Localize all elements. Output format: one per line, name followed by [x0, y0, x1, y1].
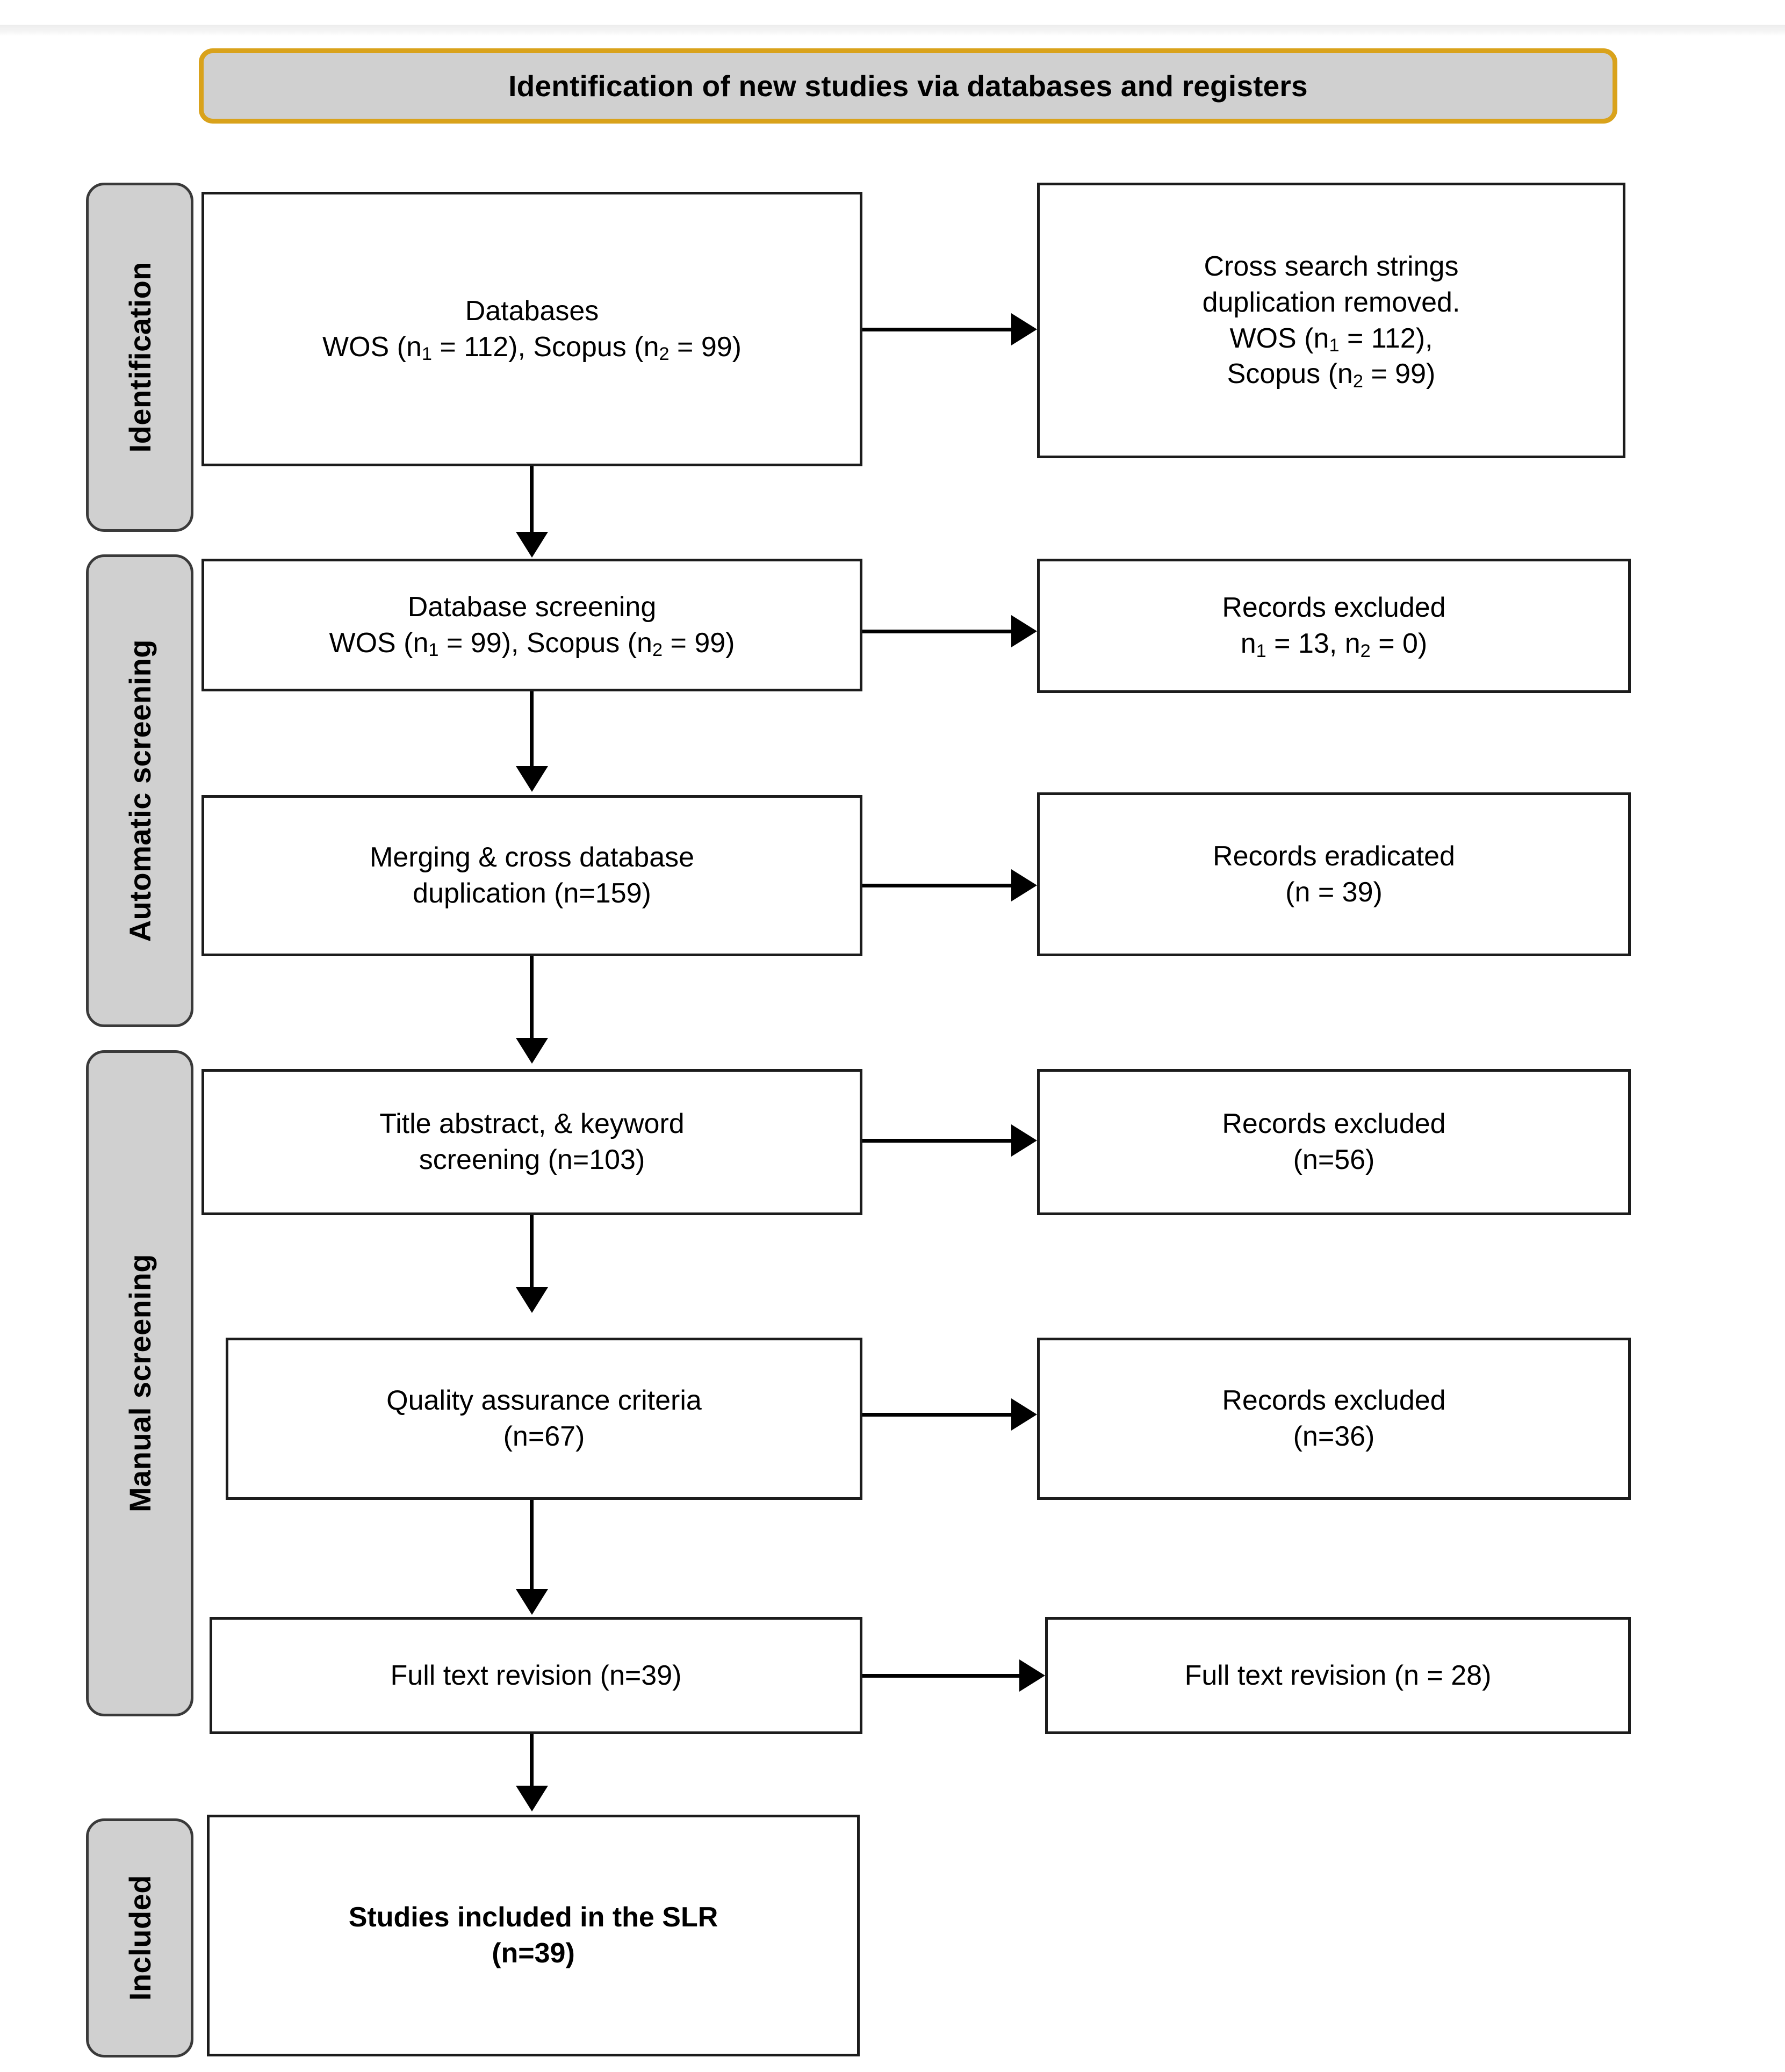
node-merging-cross-database: Merging & cross database duplication (n=… — [201, 795, 862, 956]
stage-label-automatic-screening-text: Automatic screening — [123, 639, 157, 942]
edge-fulltext-to-included-line — [530, 1734, 534, 1789]
node-title-abstract-keyword: Title abstract, & keyword screening (n=1… — [201, 1069, 862, 1215]
node-studies-included-text: Studies included in the SLR (n=39) — [349, 1900, 718, 1971]
node-database-screening: Database screening WOS (n1 = 99), Scopus… — [201, 559, 862, 691]
node-quality-assurance: Quality assurance criteria (n=67) — [226, 1338, 862, 1500]
edge-merging-to-eradicated-line — [862, 884, 1011, 887]
edge-titleabs-to-excl2-arrowhead — [1011, 1124, 1037, 1157]
fulltext-right-line1: Full text revision (n = 28) — [1184, 1659, 1492, 1691]
excl2-line2: (n=56) — [1293, 1144, 1375, 1175]
diagram-banner: Identification of new studies via databa… — [199, 48, 1617, 124]
cross-dup-line4: Scopus (n2 = 99) — [1227, 358, 1436, 392]
node-records-eradicated: Records eradicated (n = 39) — [1037, 792, 1631, 956]
stage-label-identification-text: Identification — [123, 262, 157, 453]
fulltext-left-line1: Full text revision (n=39) — [390, 1659, 682, 1691]
node-title-abstract-text: Title abstract, & keyword screening (n=1… — [379, 1106, 684, 1178]
page-top-divider — [0, 25, 1785, 37]
node-merging-text: Merging & cross database duplication (n=… — [370, 840, 694, 911]
node-databases-text: Databases WOS (n1 = 112), Scopus (n2 = 9… — [322, 293, 742, 365]
edge-databases-to-dbscreen-arrowhead — [516, 532, 548, 558]
edge-dbscreen-to-excl1-arrowhead — [1011, 615, 1037, 647]
node-database-screening-text: Database screening WOS (n1 = 99), Scopus… — [329, 589, 735, 661]
node-full-text-revision-right: Full text revision (n = 28) — [1045, 1617, 1631, 1734]
stage-label-included: Included — [86, 1818, 193, 2057]
stage-label-included-text: Included — [123, 1875, 157, 2001]
node-cross-search-duplication: Cross search strings duplication removed… — [1037, 183, 1625, 458]
edge-quality-to-excl3-arrowhead — [1011, 1398, 1037, 1431]
edge-quality-to-excl3-line — [862, 1413, 1011, 1417]
node-records-excluded-3: Records excluded (n=36) — [1037, 1338, 1631, 1500]
node-databases-line2: WOS (n1 = 112), Scopus (n2 = 99) — [322, 331, 742, 365]
cross-dup-line1: Cross search strings — [1204, 251, 1459, 283]
edge-titleabs-to-quality-arrowhead — [516, 1287, 548, 1313]
edge-titleabs-to-excl2-line — [862, 1139, 1011, 1143]
stage-label-identification: Identification — [86, 183, 193, 532]
dbscreen-line2: WOS (n1 = 99), Scopus (n2 = 99) — [329, 627, 735, 661]
edge-databases-to-dbscreen-line — [530, 466, 534, 535]
cross-dup-line2: duplication removed. — [1202, 286, 1460, 318]
excl2-line1: Records excluded — [1222, 1108, 1446, 1140]
dbscreen-line1: Database screening — [407, 591, 657, 623]
cross-dup-line3: WOS (n1 = 112), — [1229, 322, 1433, 356]
stage-label-manual-screening: Manual screening — [86, 1050, 193, 1716]
edge-quality-to-fulltext-line — [530, 1500, 534, 1592]
edge-dbscreen-to-excl1-line — [862, 630, 1011, 633]
edge-databases-to-crossdup-line — [862, 328, 1011, 331]
edge-databases-to-crossdup-arrowhead — [1011, 313, 1037, 345]
edge-titleabs-to-quality-line — [530, 1215, 534, 1290]
merging-line1: Merging & cross database — [369, 842, 695, 873]
node-records-eradicated-text: Records eradicated (n = 39) — [1213, 839, 1455, 910]
node-cross-search-duplication-text: Cross search strings duplication removed… — [1203, 249, 1460, 392]
excl3-line1: Records excluded — [1222, 1385, 1446, 1417]
stage-label-manual-screening-text: Manual screening — [123, 1254, 157, 1513]
node-records-excluded-3-text: Records excluded (n=36) — [1222, 1383, 1445, 1454]
node-databases: Databases WOS (n1 = 112), Scopus (n2 = 9… — [201, 192, 862, 466]
eradicated-line2: (n = 39) — [1285, 876, 1383, 908]
stage-label-automatic-screening: Automatic screening — [86, 554, 193, 1027]
titleabs-line1: Title abstract, & keyword — [379, 1108, 685, 1140]
edge-fulltext-to-fulltext2-arrowhead — [1019, 1659, 1045, 1692]
node-records-excluded-1-text: Records excluded n1 = 13, n2 = 0) — [1222, 590, 1445, 661]
banner-title: Identification of new studies via databa… — [508, 69, 1308, 103]
eradicated-line1: Records eradicated — [1213, 840, 1455, 872]
merging-line2: duplication (n=159) — [413, 878, 651, 909]
edge-fulltext-to-included-arrowhead — [516, 1786, 548, 1811]
node-databases-line1: Databases — [465, 295, 599, 327]
included-line1: Studies included in the SLR — [348, 1902, 718, 1933]
edge-dbscreen-to-merging-line — [530, 691, 534, 769]
quality-line2: (n=67) — [503, 1421, 585, 1452]
node-records-excluded-1: Records excluded n1 = 13, n2 = 0) — [1037, 559, 1631, 693]
edge-dbscreen-to-merging-arrowhead — [516, 766, 548, 792]
node-records-excluded-2-text: Records excluded (n=56) — [1222, 1106, 1445, 1178]
titleabs-line2: screening (n=103) — [419, 1144, 645, 1175]
node-full-text-revision-text: Full text revision (n=39) — [391, 1658, 682, 1694]
edge-merging-to-titleabs-line — [530, 956, 534, 1041]
node-quality-assurance-text: Quality assurance criteria (n=67) — [386, 1383, 702, 1454]
edge-merging-to-eradicated-arrowhead — [1011, 869, 1037, 901]
quality-line1: Quality assurance criteria — [386, 1385, 702, 1417]
edge-merging-to-titleabs-arrowhead — [516, 1038, 548, 1064]
included-line2: (n=39) — [492, 1938, 575, 1969]
node-full-text-revision-right-text: Full text revision (n = 28) — [1185, 1658, 1492, 1694]
edge-fulltext-to-fulltext2-line — [862, 1674, 1019, 1678]
edge-quality-to-fulltext-arrowhead — [516, 1589, 548, 1615]
node-records-excluded-2: Records excluded (n=56) — [1037, 1069, 1631, 1215]
node-full-text-revision: Full text revision (n=39) — [210, 1617, 862, 1734]
node-studies-included-slr: Studies included in the SLR (n=39) — [207, 1815, 860, 2056]
excl1-line2: n1 = 13, n2 = 0) — [1240, 628, 1428, 661]
excl3-line2: (n=36) — [1293, 1421, 1375, 1452]
excl1-line1: Records excluded — [1222, 592, 1446, 624]
